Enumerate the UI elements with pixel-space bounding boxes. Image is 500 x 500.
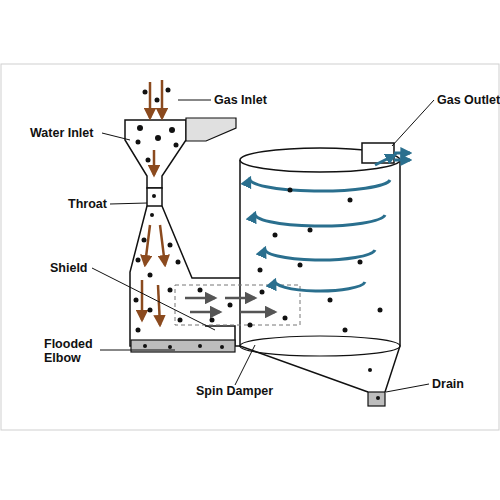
leader-lines — [92, 100, 434, 392]
flow-arrow — [160, 225, 165, 265]
frame — [1, 64, 499, 430]
outlet-arrow — [394, 159, 410, 162]
part-label: Flooded Elbow — [44, 337, 100, 365]
part-label: Shield — [50, 261, 88, 275]
flow-arrow — [225, 297, 255, 300]
part-label: Spin Damper — [196, 384, 273, 398]
swirl — [265, 248, 375, 260]
leader-line — [110, 203, 147, 204]
flow-arrow — [158, 285, 160, 325]
swirl-arrows — [250, 153, 410, 291]
part-label: Throat — [68, 197, 107, 211]
duct-top — [162, 206, 240, 278]
leader-line — [235, 345, 255, 385]
flow-arrow — [153, 150, 156, 175]
part-label: Gas Outlet — [437, 93, 500, 107]
cyclone-body — [240, 160, 400, 392]
swirl — [255, 213, 385, 226]
part-label: Gas Inlet — [214, 93, 267, 107]
leader-line — [102, 133, 130, 140]
leader-line — [178, 100, 211, 101]
throat — [147, 188, 162, 206]
inlet-duct — [186, 118, 236, 141]
flow-arrow — [240, 311, 275, 314]
leader-line — [392, 100, 434, 146]
leader-line — [92, 268, 215, 330]
spin-damper — [240, 336, 400, 356]
drain-pipe — [368, 392, 385, 406]
flow-arrow — [145, 225, 150, 265]
leader-line — [386, 384, 429, 392]
outlet-arrow — [394, 152, 410, 155]
leader-line — [100, 350, 175, 351]
flow-arrow — [161, 80, 164, 118]
flow-arrow — [190, 311, 220, 314]
swirl — [275, 280, 365, 291]
gas-outlet-duct — [362, 143, 394, 163]
inlet-hopper — [125, 120, 186, 188]
flow-arrow — [141, 280, 144, 320]
duct-arrows — [185, 298, 275, 312]
flow-arrows — [142, 80, 165, 325]
droplets — [134, 88, 383, 401]
part-label: Drain — [432, 377, 464, 391]
flow-arrow — [149, 82, 152, 118]
flow-arrow — [185, 297, 215, 300]
swirl — [250, 178, 390, 191]
part-label: Water Inlet — [30, 126, 93, 140]
swirl — [375, 155, 395, 165]
